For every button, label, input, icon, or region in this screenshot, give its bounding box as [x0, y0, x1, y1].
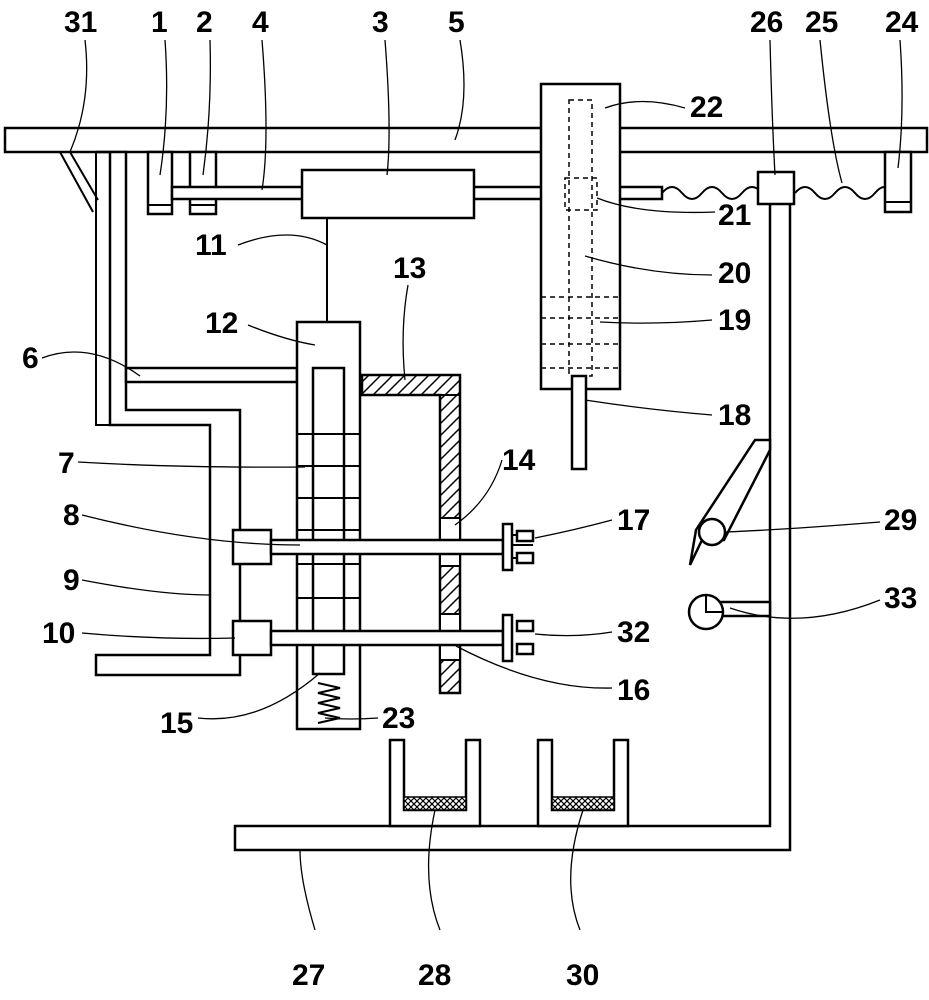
- sleeve-cells: [297, 433, 360, 633]
- label-3: 3: [372, 6, 389, 39]
- label-31: 31: [64, 6, 97, 39]
- shaft-10: [269, 629, 505, 647]
- diagonal-brace: [59, 151, 99, 213]
- collar-26: [756, 170, 796, 206]
- shaft-8: [269, 538, 505, 556]
- probe-18: [570, 374, 588, 471]
- label-32: 32: [617, 616, 650, 649]
- tool-17-tips-b: [515, 551, 535, 565]
- filter-28: [403, 796, 467, 811]
- block-1: [146, 150, 174, 216]
- leader-lines: [41, 39, 903, 931]
- label-13: 13: [393, 252, 426, 285]
- label-8: 8: [63, 499, 80, 532]
- block-8-left: [231, 528, 273, 566]
- filter-30: [551, 796, 615, 811]
- tool-32-tips-b: [515, 642, 535, 656]
- label-33: 33: [884, 582, 917, 615]
- column-7: [311, 366, 346, 676]
- tool-17-tips: [515, 529, 535, 543]
- container-30: [536, 738, 630, 828]
- shaft-10-flange: [501, 613, 514, 663]
- roller-29: [697, 517, 727, 547]
- label-9: 9: [63, 564, 80, 597]
- label-11: 11: [195, 229, 227, 262]
- label-25: 25: [805, 6, 838, 39]
- label-26: 26: [750, 6, 783, 39]
- label-18: 18: [718, 399, 751, 432]
- label-27: 27: [292, 959, 325, 992]
- label-12: 12: [205, 307, 238, 340]
- segments-19: [541, 296, 620, 369]
- label-29: 29: [884, 504, 917, 537]
- label-21: 21: [718, 199, 751, 232]
- label-1: 1: [151, 6, 168, 39]
- block-21: [564, 177, 598, 211]
- label-22: 22: [690, 91, 723, 124]
- label-10: 10: [42, 617, 75, 650]
- label-17: 17: [617, 504, 650, 537]
- label-30: 30: [566, 959, 599, 992]
- label-16: 16: [617, 674, 650, 707]
- label-4: 4: [252, 6, 269, 39]
- container-28: [388, 738, 482, 828]
- label-15: 15: [160, 707, 193, 740]
- block-2: [188, 150, 218, 216]
- outer-frame-post: [95, 152, 110, 426]
- label-19: 19: [718, 304, 751, 337]
- label-20: 20: [718, 257, 751, 290]
- label-7: 7: [58, 447, 75, 480]
- slider-3: [300, 168, 476, 220]
- shaft-8-flange: [501, 522, 514, 572]
- housing-22: [539, 82, 622, 391]
- tool-32-tips: [515, 619, 535, 633]
- label-28: 28: [418, 959, 451, 992]
- spring-25: [661, 186, 893, 200]
- label-14: 14: [502, 444, 536, 477]
- cutter-29: [688, 438, 772, 566]
- spring-23: [317, 682, 341, 724]
- arm-33: [716, 600, 772, 618]
- top-plate: [3, 126, 929, 154]
- block-10-left: [231, 619, 273, 657]
- gauge-33-mark: [705, 595, 723, 613]
- label-6: 6: [22, 342, 39, 375]
- label-5: 5: [448, 6, 465, 39]
- box-13-hatch-top: [361, 374, 461, 396]
- label-2: 2: [196, 6, 213, 39]
- label-23: 23: [382, 702, 415, 735]
- label-24: 24: [885, 6, 919, 39]
- bracket-6: [124, 366, 299, 384]
